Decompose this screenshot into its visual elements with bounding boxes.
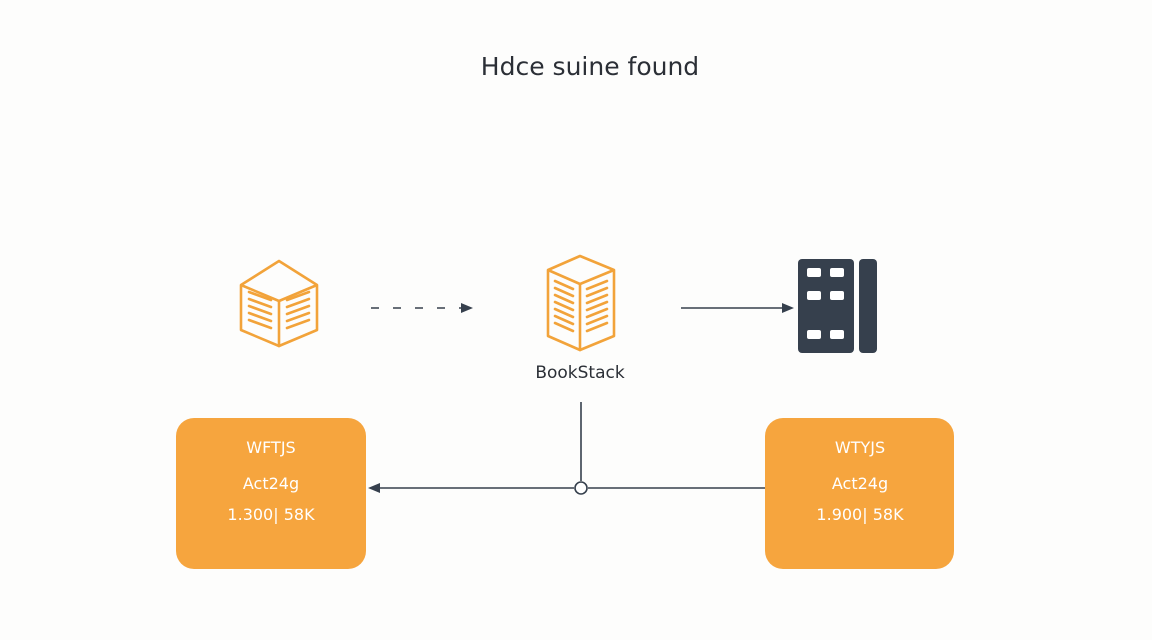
open-book-icon xyxy=(239,259,319,348)
left-card-line2: Act24g xyxy=(243,474,299,493)
right-card: WTYJS Act24g 1.900| 58K xyxy=(765,418,954,569)
diagram-title: Hdce suine found xyxy=(481,52,699,81)
right-card-line3: 1.900| 58K xyxy=(816,505,904,524)
left-card: WFTJS Act24g 1.300| 58K xyxy=(176,418,366,569)
right-card-line1: WTYJS xyxy=(835,438,885,457)
left-connector-arrowhead xyxy=(368,483,380,493)
center-node-label: BookStack xyxy=(535,363,625,383)
left-card-line1: WFTJS xyxy=(246,438,295,457)
server-rack-icon xyxy=(798,259,877,353)
junction-node xyxy=(574,481,588,495)
solid-connector-arrowhead xyxy=(782,303,794,313)
left-card-line3: 1.300| 58K xyxy=(227,505,315,524)
book-stack-icon xyxy=(546,254,616,352)
dashed-connector-arrowhead xyxy=(461,303,473,313)
right-card-line2: Act24g xyxy=(832,474,888,493)
